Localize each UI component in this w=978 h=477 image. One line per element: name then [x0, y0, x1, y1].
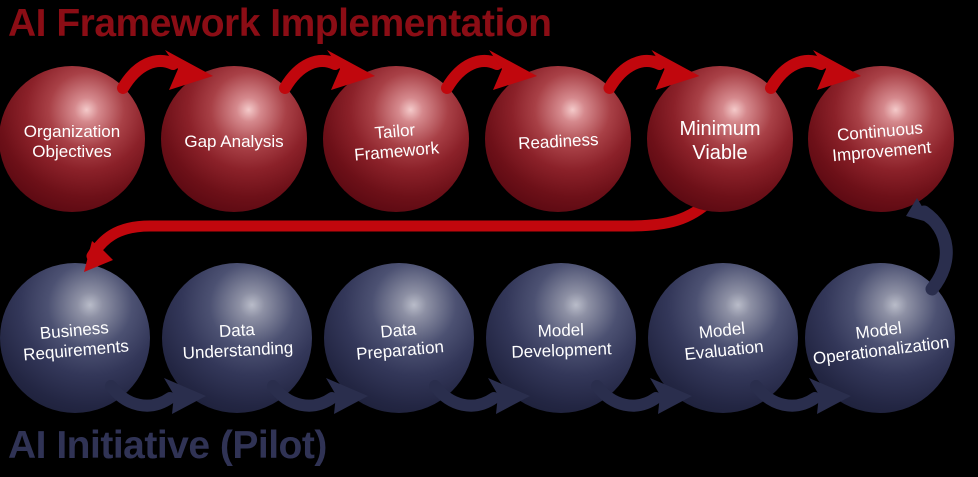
step-model-development: Model Development — [486, 263, 636, 413]
step-model-operationalization: Model Operationalization — [805, 263, 955, 413]
step-label: Data Understanding — [181, 320, 294, 363]
framework-title: AI Framework Implementation — [8, 2, 552, 45]
step-label: Model Evaluation — [683, 318, 765, 365]
step-minimum-viable: Minimum Viable — [647, 66, 793, 212]
up-arrow-shaft — [917, 205, 953, 296]
pilot-title: AI Initiative (Pilot) — [8, 424, 327, 467]
step-label: Business Requirements — [22, 318, 130, 365]
step-gap-analysis: Gap Analysis — [161, 66, 307, 212]
step-label: Organization Objectives — [23, 121, 121, 161]
step-model-evaluation: Model Evaluation — [648, 263, 798, 413]
step-label: Tailor Framework — [353, 120, 441, 165]
step-label: Model Operationalization — [812, 318, 951, 369]
step-label: Continuous Improvement — [831, 118, 933, 166]
step-label: Data Preparation — [355, 319, 445, 364]
step-label: Minimum Viable — [679, 118, 761, 164]
step-label: Gap Analysis — [184, 131, 284, 151]
step-label: Readiness — [517, 129, 599, 154]
step-continuous-improvement: Continuous Improvement — [808, 66, 954, 212]
step-organization-objectives: Organization Objectives — [0, 66, 145, 212]
step-label: Model Development — [511, 320, 612, 362]
step-business-requirements: Business Requirements — [0, 263, 150, 413]
step-tailor-framework: Tailor Framework — [323, 66, 469, 212]
step-data-understanding: Data Understanding — [162, 263, 312, 413]
step-readiness: Readiness — [485, 66, 631, 212]
step-data-preparation: Data Preparation — [324, 263, 474, 413]
